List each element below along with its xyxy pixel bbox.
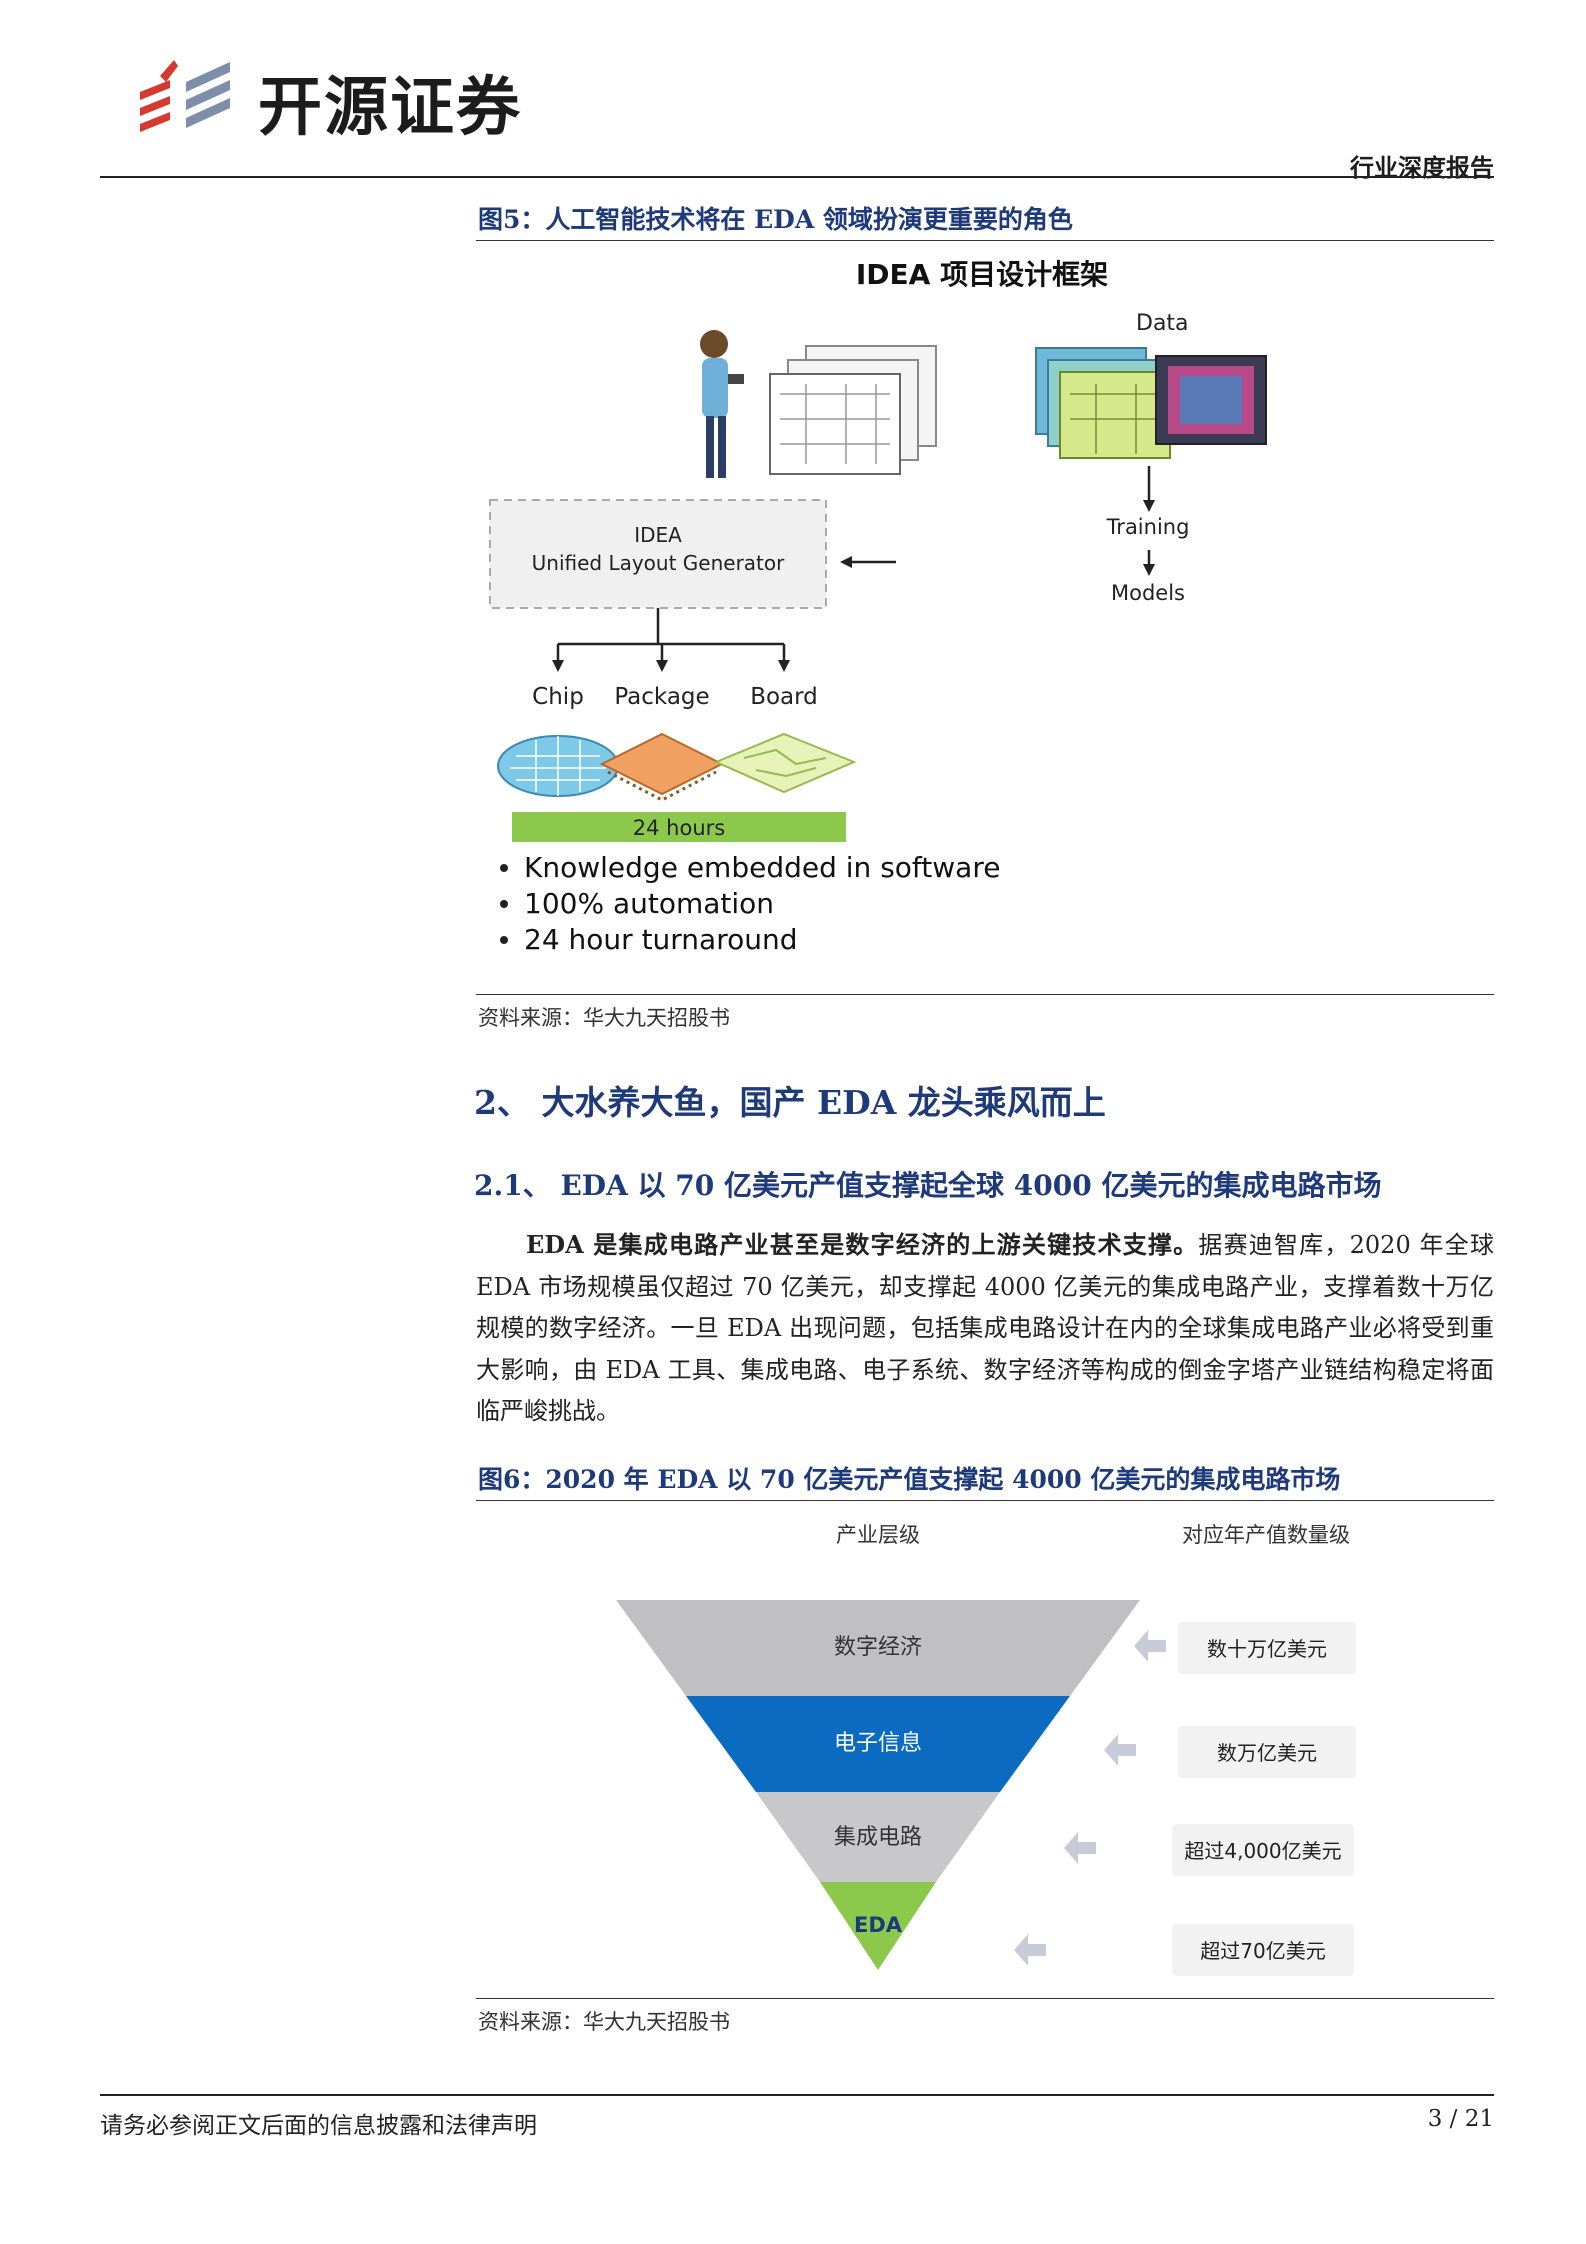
generator-line2: Unified Layout Generator xyxy=(532,551,786,575)
time-bar xyxy=(512,812,846,842)
data-sheets-icon xyxy=(1035,347,1267,459)
paragraph-lead: EDA 是集成电路产业甚至是数字经济的上游关键技术支撑。 xyxy=(526,1230,1199,1259)
level-value-1: 数十万亿美元 xyxy=(1207,1637,1327,1661)
column-value-label: 对应年产值数量级 xyxy=(1182,1523,1350,1547)
level-name-1: 数字经济 xyxy=(834,1635,922,1660)
figure5-top-rule xyxy=(476,240,1494,241)
output-package-label: Package xyxy=(614,684,709,710)
section2-heading: 2、 大水养大鱼，国产 EDA 龙头乘风而上 xyxy=(474,1083,1106,1122)
paragraph-body: 据赛迪智库，2020 年全球 EDA 市场规模虽仅超过 70 亿美元，却支撑起 … xyxy=(476,1231,1494,1425)
level-value-3: 超过4,000亿美元 xyxy=(1184,1839,1341,1863)
level-value-4: 超过70亿美元 xyxy=(1200,1939,1325,1963)
engineer-person-icon xyxy=(700,330,744,478)
footer-rule xyxy=(100,2094,1494,2096)
schematic-sheets-icon xyxy=(769,345,937,475)
level-electronic-info xyxy=(686,1696,1070,1792)
header-rule xyxy=(100,176,1494,178)
figure5-title: IDEA 项目设计框架 xyxy=(856,258,1108,291)
brand-logo: 开源证券 xyxy=(130,52,690,145)
time-bar-label: 24 hours xyxy=(633,816,725,840)
wafer-icon xyxy=(497,735,619,797)
column-level-label: 产业层级 xyxy=(836,1523,920,1547)
level-digital-economy xyxy=(616,1600,1140,1696)
bullet-3: 24 hour turnaround xyxy=(524,923,798,956)
figure5-bottom-rule xyxy=(476,994,1494,995)
level-name-4: EDA xyxy=(854,1913,903,1937)
level-eda xyxy=(820,1882,936,1970)
arrow-left-icon xyxy=(1014,1630,1166,1966)
figure5-diagram: IDEA 项目设计框架 Data Training Models IDEA Un… xyxy=(489,258,1267,956)
logo-mark-icon xyxy=(140,60,230,132)
figure6-source: 资料来源：华大九天招股书 xyxy=(478,2010,730,2034)
page-number: 3 / 21 xyxy=(1427,2106,1494,2132)
level-value-2: 数万亿美元 xyxy=(1217,1741,1317,1765)
figure5-caption: 图5：人工智能技术将在 EDA 领域扮演更重要的角色 xyxy=(478,205,1073,234)
figure6-caption: 图6：2020 年 EDA 以 70 亿美元产值支撑起 4000 亿美元的集成电… xyxy=(478,1465,1341,1494)
data-label: Data xyxy=(1136,311,1189,336)
models-label: Models xyxy=(1111,581,1185,605)
package-icon xyxy=(599,732,725,802)
bullet-2: 100% automation xyxy=(524,887,774,920)
level-ic xyxy=(756,1792,1000,1882)
training-label: Training xyxy=(1106,515,1190,539)
section21-paragraph: EDA 是集成电路产业甚至是数字经济的上游关键技术支撑。据赛迪智库，2020 年… xyxy=(476,1224,1494,1433)
footer-disclaimer: 请务必参阅正文后面的信息披露和法律声明 xyxy=(100,2113,537,2139)
board-icon xyxy=(713,732,857,794)
generator-box xyxy=(489,499,827,609)
level-name-2: 电子信息 xyxy=(834,1731,922,1756)
figure6-top-rule xyxy=(476,1500,1494,1501)
output-chip-label: Chip xyxy=(532,684,584,710)
section21-heading: 2.1、 EDA 以 70 亿美元产值支撑起全球 4000 亿美元的集成电路市场 xyxy=(474,1169,1382,1202)
figure6-pyramid: 产业层级 对应年产值数量级 数字经济 电子信息 集成电路 EDA 数十万亿美元 … xyxy=(616,1523,1356,1976)
bullet-1: Knowledge embedded in software xyxy=(524,851,1000,884)
brand-name: 开源证券 xyxy=(258,71,522,145)
figure6-bottom-rule xyxy=(476,1998,1494,1999)
generator-line1: IDEA xyxy=(634,523,682,547)
figure5-source: 资料来源：华大九天招股书 xyxy=(478,1006,730,1030)
output-board-label: Board xyxy=(750,684,818,710)
level-name-3: 集成电路 xyxy=(834,1825,922,1850)
